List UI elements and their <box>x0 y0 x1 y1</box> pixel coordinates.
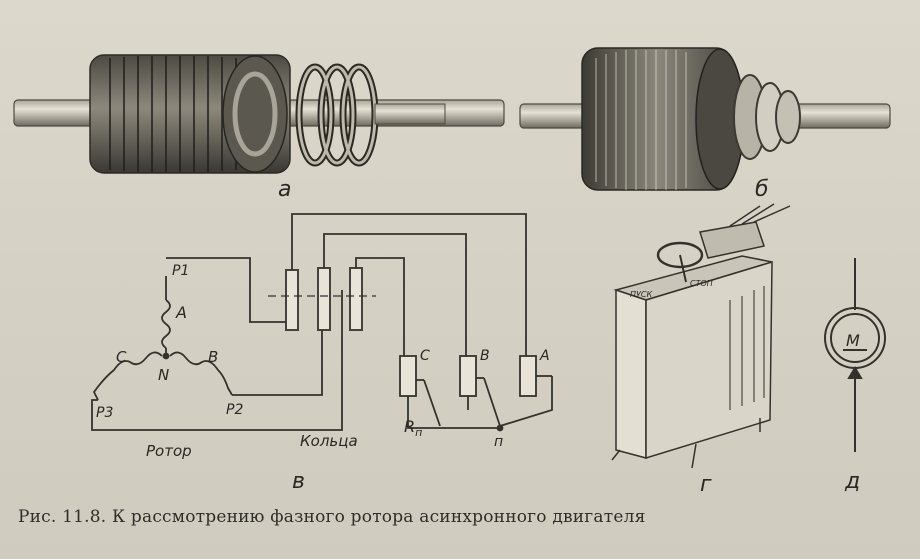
label-rheo-c: C <box>420 348 430 364</box>
label-winding-b: B <box>208 348 218 366</box>
label-rotor: Ротор <box>146 442 192 460</box>
panel-label-a: а <box>278 177 291 202</box>
panel-label-v: в <box>292 469 305 494</box>
label-rings: Кольца <box>300 432 358 450</box>
rotor-circuit-schematic <box>92 214 552 431</box>
label-rheostat: Rп <box>404 417 422 439</box>
figure-illustrations: а б P1 A C <box>0 0 920 505</box>
motor-symbol <box>825 258 885 452</box>
label-rheo-b: B <box>480 348 490 364</box>
label-winding-c: C <box>116 348 127 366</box>
panel-label-d: д <box>844 469 860 494</box>
label-p1: P1 <box>172 263 189 279</box>
figure-caption: Рис. 11.8. К рассмотрению фазного ротора… <box>18 507 646 527</box>
cabinet-label-start: ПУСК <box>630 290 652 299</box>
panel-label-b: б <box>755 177 769 202</box>
rotor-photo-a <box>14 55 504 173</box>
label-p3: P3 <box>96 405 113 421</box>
motor-symbol-label: M <box>846 331 860 350</box>
rotor-photo-b <box>520 48 890 190</box>
label-rheo-node: п <box>494 434 503 450</box>
cabinet-label-stop: СТОП <box>690 279 713 288</box>
panel-label-g: г <box>700 472 712 497</box>
label-winding-a: A <box>175 303 187 322</box>
label-p2: P2 <box>226 402 243 418</box>
label-neutral: N <box>158 366 169 384</box>
starter-cabinet-drawing <box>612 204 790 468</box>
label-rheo-a: A <box>539 348 550 364</box>
